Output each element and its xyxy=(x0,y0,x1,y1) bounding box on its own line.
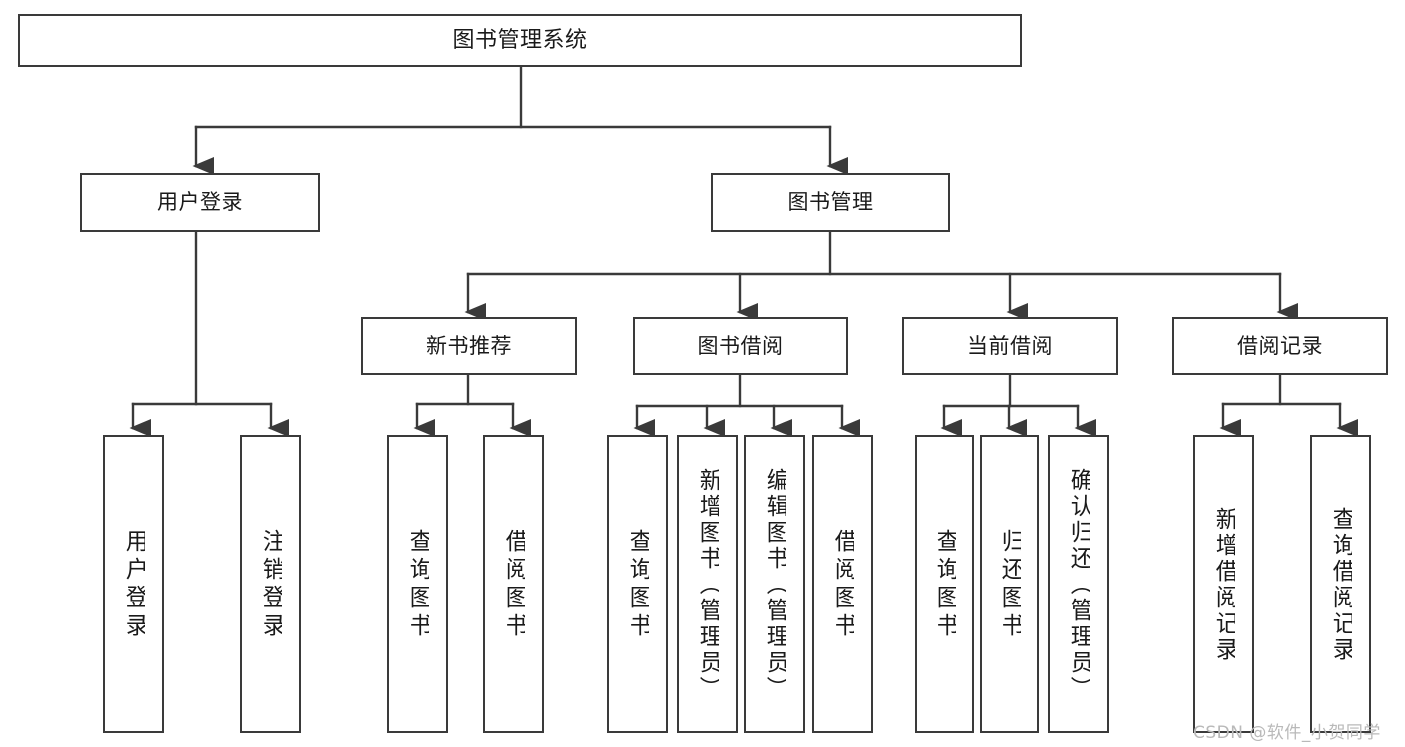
node-current-borrowing[interactable]: 当前借阅 xyxy=(902,317,1118,375)
node-label: 新增借阅记录 xyxy=(1211,507,1236,663)
node-label: 归还图书 xyxy=(997,529,1022,641)
node-label: 查询借阅记录 xyxy=(1328,507,1353,663)
node-label: 图书管理系统 xyxy=(452,27,588,53)
leaf-new-book-query[interactable]: 查询图书 xyxy=(387,435,448,733)
node-book-borrowing[interactable]: 图书借阅 xyxy=(633,317,848,375)
leaf-borrow-borrow-book[interactable]: 借阅图书 xyxy=(812,435,873,733)
leaf-borrow-edit-book-admin[interactable]: 编辑图书（管理员） xyxy=(744,435,805,733)
leaf-user-login-logout[interactable]: 注销登录 xyxy=(240,435,301,733)
node-label: 新增图书（管理员） xyxy=(695,468,720,702)
node-label: 图书借阅 xyxy=(697,333,784,358)
node-label: 借阅图书 xyxy=(830,529,855,641)
node-label: 借阅记录 xyxy=(1237,333,1323,358)
leaf-new-book-borrow[interactable]: 借阅图书 xyxy=(483,435,544,733)
leaf-user-login-signin[interactable]: 用户登录 xyxy=(103,435,164,733)
node-root-book-management-system[interactable]: 图书管理系统 xyxy=(18,14,1022,67)
leaf-record-add-record[interactable]: 新增借阅记录 xyxy=(1193,435,1254,733)
node-label: 借阅图书 xyxy=(501,529,526,641)
node-label: 编辑图书（管理员） xyxy=(762,468,787,702)
node-label: 查询图书 xyxy=(625,529,650,641)
leaf-borrow-query-book[interactable]: 查询图书 xyxy=(607,435,668,733)
node-label: 注销登录 xyxy=(258,529,283,641)
leaf-current-confirm-return-admin[interactable]: 确认归还（管理员） xyxy=(1048,435,1109,733)
node-label: 当前借阅 xyxy=(967,333,1053,358)
node-label: 确认归还（管理员） xyxy=(1066,468,1091,702)
node-label: 图书管理 xyxy=(787,190,874,215)
node-new-book-recommendation[interactable]: 新书推荐 xyxy=(361,317,577,375)
leaf-record-query-record[interactable]: 查询借阅记录 xyxy=(1310,435,1371,733)
node-label: 查询图书 xyxy=(405,529,430,641)
node-label: 查询图书 xyxy=(932,529,957,641)
node-book-management[interactable]: 图书管理 xyxy=(711,173,950,232)
csdn-watermark: CSDN @软件_小贺同学 xyxy=(1193,723,1381,743)
node-label: 新书推荐 xyxy=(426,333,512,358)
leaf-borrow-add-book-admin[interactable]: 新增图书（管理员） xyxy=(677,435,738,733)
leaf-current-query-book[interactable]: 查询图书 xyxy=(915,435,974,733)
node-label: 用户登录 xyxy=(157,190,243,215)
node-user-login[interactable]: 用户登录 xyxy=(80,173,320,232)
leaf-current-return-book[interactable]: 归还图书 xyxy=(980,435,1039,733)
node-borrowing-record[interactable]: 借阅记录 xyxy=(1172,317,1388,375)
node-label: 用户登录 xyxy=(121,529,146,641)
